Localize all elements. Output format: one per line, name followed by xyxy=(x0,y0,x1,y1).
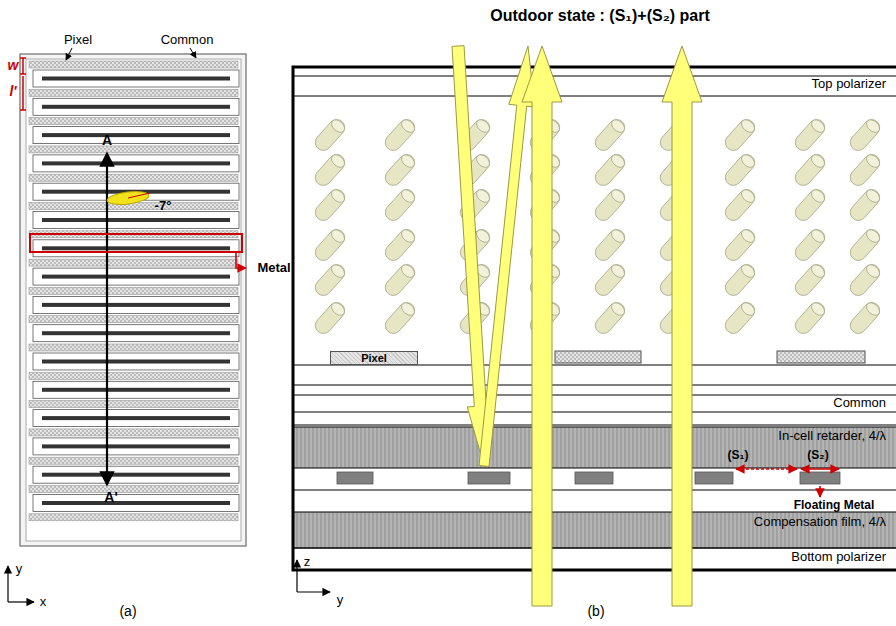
callout: Common xyxy=(161,33,214,47)
region-label: (S₁) xyxy=(728,449,749,462)
pixel-electrode xyxy=(777,351,865,363)
retarder-layer: In-cell retarder, 4/λ xyxy=(296,428,892,446)
layer-label: Compensation film, 4/λ xyxy=(296,515,886,529)
dimension-label: l' xyxy=(9,84,16,99)
lc-director xyxy=(106,189,150,206)
leader-line xyxy=(236,252,246,268)
region-arrow xyxy=(736,468,797,470)
section-line xyxy=(106,153,108,485)
polarizer-layer: Top polarizer xyxy=(296,77,892,96)
title: Outdoor state : (S₁)+(S₂) part xyxy=(490,7,710,25)
metal-highlight xyxy=(30,234,242,252)
layer-label: In-cell retarder, 4/λ xyxy=(296,429,886,443)
compensation-layer: Compensation film, 4/λ xyxy=(296,513,892,531)
light-ray xyxy=(662,46,702,606)
layer-label: Top polarizer xyxy=(296,77,886,91)
axis xyxy=(297,560,330,592)
leader-line xyxy=(190,48,196,58)
pixel-electrode xyxy=(555,351,641,363)
light-ray xyxy=(479,46,535,467)
dimension-label: w xyxy=(8,58,19,73)
polarizer-layer: Bottom polarizer xyxy=(296,549,892,568)
axis-label: x xyxy=(40,595,47,609)
section-label: A xyxy=(102,133,112,148)
retarder-layer xyxy=(294,427,896,468)
axis-label: z xyxy=(304,555,311,569)
light-ray xyxy=(522,46,562,606)
axis-label: y xyxy=(16,562,23,576)
common-layer: Common xyxy=(296,396,892,412)
layer-label: Pixel xyxy=(331,352,417,364)
cross-section xyxy=(293,46,896,606)
pixel-electrode: Pixel xyxy=(330,351,418,365)
callout: Metal xyxy=(257,261,290,275)
dimension-bracket xyxy=(20,58,26,110)
panel-label: (a) xyxy=(119,604,136,619)
callout: Floating Metal xyxy=(794,499,875,512)
region-arrow xyxy=(801,468,839,470)
layer-label: Common xyxy=(296,396,886,410)
leader-line xyxy=(66,48,72,60)
leader-line xyxy=(819,486,821,497)
compensation-layer xyxy=(294,512,896,548)
angle-label: -7° xyxy=(155,199,172,213)
layer-label: Bottom polarizer xyxy=(296,550,886,564)
panel-label: (b) xyxy=(587,604,604,619)
electrode-panel xyxy=(20,54,246,546)
region-label: (S₂) xyxy=(807,449,828,462)
callout: Pixel xyxy=(64,33,92,47)
section-label: A' xyxy=(104,490,117,505)
floating-metal xyxy=(337,472,840,484)
axis-label: y xyxy=(337,593,344,607)
